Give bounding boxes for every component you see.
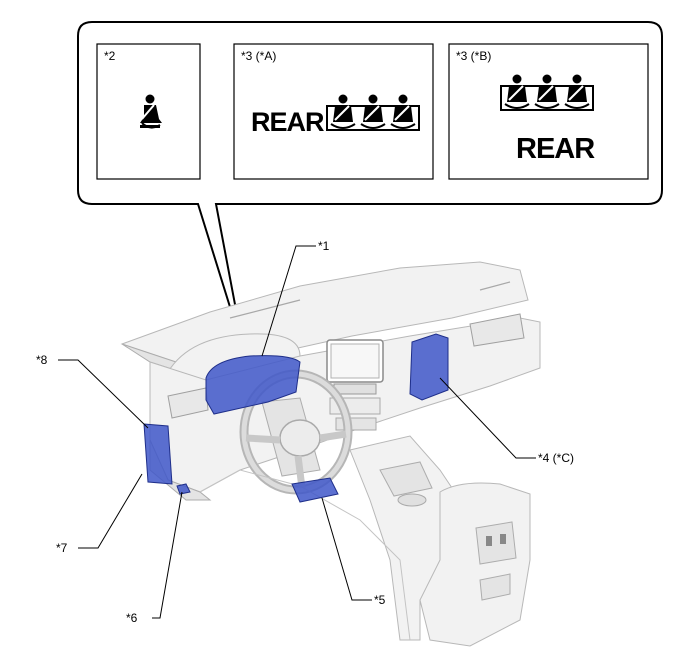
leader-lines <box>58 245 536 619</box>
part-5-module <box>291 477 339 503</box>
callout-7: *7 <box>56 541 68 555</box>
part-4-module <box>409 333 449 401</box>
dashboard-illustration <box>120 261 541 647</box>
callout-4: *4 (*C) <box>538 451 574 465</box>
panel-3a-rear-text: REAR <box>251 107 324 137</box>
callout-1: *1 <box>318 239 330 253</box>
panel-2: *2 <box>96 43 201 180</box>
part-6-connector <box>176 483 191 495</box>
part-1-combination-meter <box>205 355 301 415</box>
callout-6: *6 <box>126 611 138 625</box>
seatbelt-rear-three-seats-icon <box>500 74 594 111</box>
callout-labels: *1 *4 (*C) *5 *6 *7 *8 <box>36 239 574 625</box>
panel-3a: *3 (*A) REAR <box>233 43 434 180</box>
panel-3b-label: *3 (*B) <box>456 49 491 63</box>
highlighted-components <box>143 333 449 503</box>
panel-3a-label: *3 (*A) <box>241 49 276 63</box>
seatbelt-driver-icon <box>140 94 162 129</box>
panel-3b: *3 (*B) REAR <box>448 43 649 180</box>
seatbelt-rear-three-seats-icon <box>326 94 420 131</box>
panel-3b-rear-text: REAR <box>516 133 595 165</box>
panel-2-label: *2 <box>104 49 116 63</box>
callout-5: *5 <box>374 593 386 607</box>
callout-8: *8 <box>36 353 48 367</box>
part-7-8-module <box>143 423 173 485</box>
